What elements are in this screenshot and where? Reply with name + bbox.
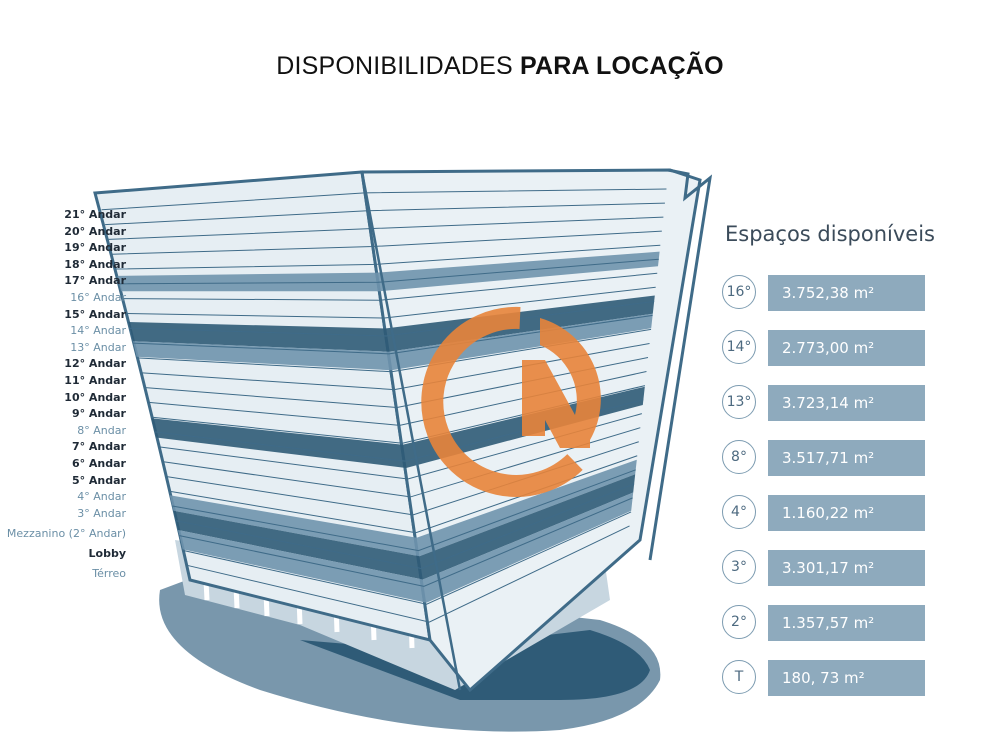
available-floor-band xyxy=(173,474,636,580)
floor-line xyxy=(161,427,641,498)
corner-rib xyxy=(360,171,462,691)
space-row: 3° 3.301,17 m² xyxy=(722,550,927,586)
floor-number-badge: 3° xyxy=(722,550,756,584)
floor-line xyxy=(112,230,662,255)
floor-line xyxy=(186,525,630,623)
floor-line xyxy=(143,357,649,409)
space-row: 8° 3.517,71 m² xyxy=(722,440,927,476)
floor-line xyxy=(122,272,658,301)
floor-label: 19° Andar xyxy=(64,241,126,255)
floor-label: 14° Andar xyxy=(70,324,126,338)
floor-number-badge: 8° xyxy=(722,440,756,474)
area-value: 1.357,57 m² xyxy=(768,605,925,641)
building-illustration xyxy=(93,168,713,732)
floor-label: 16° Andar xyxy=(70,291,126,304)
area-value: 3.723,14 m² xyxy=(768,385,925,421)
area-value: 180, 73 m² xyxy=(768,660,925,696)
floor-line xyxy=(119,258,659,285)
page-title: DISPONIBILIDADES PARA LOCAÇÃO xyxy=(0,52,1000,81)
area-value: 3.752,38 m² xyxy=(768,275,925,311)
area-value: 3.301,17 m² xyxy=(768,550,925,586)
floor-label: 10° Andar xyxy=(64,390,126,404)
floor-line xyxy=(105,202,665,226)
space-row: T 180, 73 m² xyxy=(722,660,927,696)
floor-label: 4° Andar xyxy=(77,490,126,504)
title-bold: PARA LOCAÇÃO xyxy=(519,52,724,80)
space-row: 16° 3.752,38 m² xyxy=(722,275,927,311)
floor-bands xyxy=(117,251,660,603)
floor-label: 7° Andar xyxy=(71,440,126,454)
floor-number-badge: 4° xyxy=(722,495,756,529)
floor-label: 11° Andar xyxy=(64,374,126,387)
available-floor-band xyxy=(132,313,653,371)
floor-label: Mezzanino (2° Andar) xyxy=(6,527,126,541)
cn-logo-watermark-icon xyxy=(421,306,601,497)
space-row: 4° 1.160,22 m² xyxy=(722,495,927,531)
floor-label: 17° Andar xyxy=(64,274,126,288)
floor-label: 12° Andar xyxy=(64,357,126,371)
floor-label: 20° Andar xyxy=(64,224,126,238)
right-notch xyxy=(648,168,713,561)
floor-number-badge: 16° xyxy=(722,275,756,309)
floor-label: 15° Andar xyxy=(64,307,126,321)
floor-line xyxy=(175,483,635,569)
floor-line xyxy=(147,371,647,426)
available-floor-band xyxy=(169,459,637,557)
floor-label: 8° Andar xyxy=(77,423,126,437)
floor-number-badge: 13° xyxy=(722,385,756,419)
floor-label: 6° Andar xyxy=(71,457,126,470)
floor-line xyxy=(108,216,664,240)
floor-label: 21° Andar xyxy=(64,208,126,221)
floor-label: 3° Andar xyxy=(77,506,126,520)
available-floor-band xyxy=(117,251,660,292)
available-floor-band xyxy=(178,492,634,603)
available-floor-band xyxy=(151,386,645,468)
floor-number-badge: 2° xyxy=(722,605,756,639)
floor-line xyxy=(129,300,655,337)
floor-line xyxy=(115,244,661,270)
floor-number-badge: 14° xyxy=(722,330,756,364)
space-row: 13° 3.723,14 m² xyxy=(722,385,927,421)
floor-line xyxy=(133,314,653,355)
floor-line xyxy=(126,286,656,319)
floor-label: 9° Andar xyxy=(71,407,126,421)
floor-label: 5° Andar xyxy=(71,473,126,487)
floor-line xyxy=(179,497,633,587)
floor-line xyxy=(182,511,632,605)
floor-line xyxy=(172,469,636,552)
area-value: 1.160,22 m² xyxy=(768,495,925,531)
title-light: DISPONIBILIDADES xyxy=(276,52,513,80)
floor-label: 13° Andar xyxy=(70,340,126,354)
floor-label: Lobby xyxy=(88,547,127,560)
space-row: 2° 1.357,57 m² xyxy=(722,605,927,641)
floor-label: 18° Andar xyxy=(64,257,126,271)
space-row: 14° 2.773,00 m² xyxy=(722,330,927,366)
floor-number-badge: T xyxy=(722,660,756,694)
area-value: 2.773,00 m² xyxy=(768,330,925,366)
available-floor-band xyxy=(128,295,655,352)
floor-label: Térreo xyxy=(92,566,126,580)
area-value: 3.517,71 m² xyxy=(768,440,925,476)
spaces-heading: Espaços disponíveis xyxy=(725,222,935,246)
